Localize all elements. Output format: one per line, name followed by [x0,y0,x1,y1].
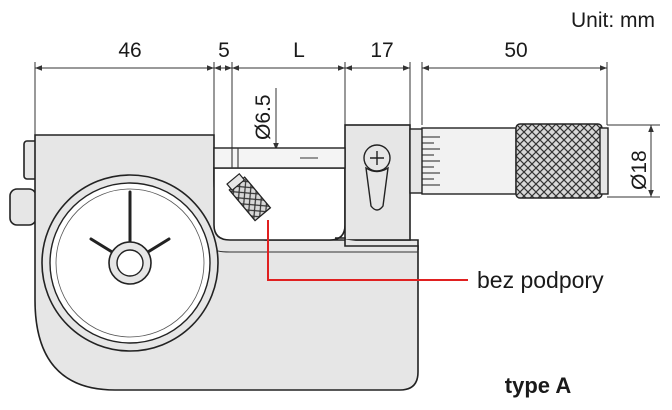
thimble-end [599,127,609,195]
dial-ring [55,188,205,338]
callout-line [267,220,468,281]
spindle [213,147,346,169]
lock-lever [365,166,389,211]
dim-46: 46 [118,39,141,62]
dial-hub-center [116,249,144,277]
dim-diameter-spindle: Ø6.5 [252,94,275,140]
frame-step [335,237,419,250]
dim-L: L [293,39,305,62]
screw-slot [370,151,384,165]
dim-5: 5 [218,39,230,62]
dim-diameter-thimble: Ø18 [628,150,651,190]
retract-button [226,172,272,222]
dim-50: 50 [504,39,527,62]
anvil-block [344,124,411,241]
side-knob [9,188,37,226]
sleeve-graduation [422,136,440,186]
thimble-knurl [515,123,603,199]
unit-label: Unit: mm [571,9,655,32]
dim-17: 17 [370,39,393,62]
callout-label: bez podpory [477,267,604,293]
type-caption: type A [505,373,572,398]
extension-lines [34,62,660,198]
